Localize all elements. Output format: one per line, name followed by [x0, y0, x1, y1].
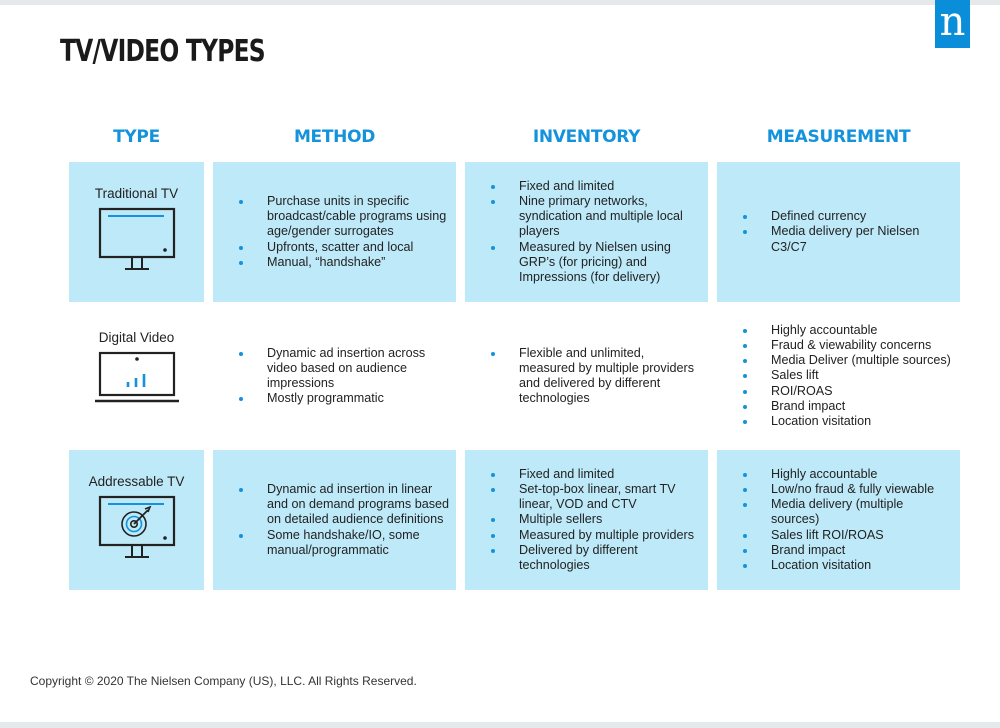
bullet-item: Fraud & viewability concerns [743, 338, 954, 353]
type-label: Traditional TV [94, 186, 179, 201]
bullet-item: Dynamic ad insertion in linear and on de… [239, 481, 450, 527]
bullet-item: Mostly programmatic [239, 391, 450, 406]
type-cell-traditional-tv: Traditional TV [69, 162, 204, 302]
type-label: Digital Video [98, 330, 175, 345]
bullet-item: Multiple sellers [491, 512, 702, 527]
bullet-item: Flexible and unlimited, measured by mult… [491, 346, 702, 407]
tv-target-icon [98, 495, 175, 558]
bullet-item: Media delivery (multiple sources) [743, 497, 954, 527]
type-cell-digital-video: Digital Video [69, 306, 204, 446]
bullet-item: Sales lift [743, 368, 954, 383]
bullet-item: Media delivery per Nielsen C3/C7 [743, 224, 954, 254]
tv-monitor-icon [98, 207, 175, 270]
bullet-item: Brand impact [743, 399, 954, 414]
header-inventory: INVENTORY [532, 127, 641, 147]
bullet-item: Some handshake/IO, some manual/programma… [239, 528, 450, 558]
bullet-item: Dynamic ad insertion across video based … [239, 346, 450, 392]
type-cell-addressable-tv: Addressable TV [69, 450, 204, 590]
bullet-item: Nine primary networks, syndication and m… [491, 194, 702, 240]
bullet-item: Fixed and limited [491, 179, 702, 194]
bullet-item: Sales lift ROI/ROAS [743, 528, 954, 543]
bullet-list: Flexible and unlimited, measured by mult… [465, 346, 708, 407]
bullet-item: Set-top-box linear, smart TV linear, VOD… [491, 482, 702, 512]
bullet-item: Media Deliver (multiple sources) [743, 353, 954, 368]
bullet-item: Manual, “handshake” [239, 255, 450, 270]
bullet-list: Dynamic ad insertion in linear and on de… [213, 482, 456, 558]
header-method: METHOD [293, 127, 376, 147]
bullet-item: Measured by Nielsen using GRP’s (for pri… [491, 240, 702, 286]
bullet-item: Brand impact [743, 543, 954, 558]
method-cell-digital-video: Dynamic ad insertion across video based … [213, 306, 456, 446]
top-border [0, 0, 1000, 5]
bullet-list: Dynamic ad insertion across video based … [213, 346, 456, 407]
method-cell-traditional-tv: Purchase units in specific broadcast/cab… [213, 162, 456, 302]
inventory-cell-digital-video: Flexible and unlimited, measured by mult… [465, 306, 708, 446]
bullet-item: ROI/ROAS [743, 384, 954, 399]
bullet-item: Delivered by different technologies [491, 543, 702, 573]
bullet-item: Defined currency [743, 209, 954, 224]
bullet-item: Upfronts, scatter and local [239, 240, 450, 255]
bottom-border [0, 722, 1000, 728]
nielsen-logo: n [935, 0, 970, 48]
bullet-item: Low/no fraud & fully viewable [743, 482, 954, 497]
copyright-text: Copyright © 2020 The Nielsen Company (US… [30, 674, 417, 688]
method-cell-addressable-tv: Dynamic ad insertion in linear and on de… [213, 450, 456, 590]
laptop-chart-icon [94, 351, 179, 403]
bullet-item: Highly accountable [743, 467, 954, 482]
header-measurement: MEASUREMENT [766, 127, 911, 147]
bullet-item: Location visitation [743, 414, 954, 429]
bullet-item: Highly accountable [743, 323, 954, 338]
bullet-item: Measured by multiple providers [491, 528, 702, 543]
bullet-list: Purchase units in specific broadcast/cab… [213, 194, 456, 270]
type-label: Addressable TV [88, 474, 185, 489]
header-type: TYPE [113, 127, 160, 147]
page-title: TV/VIDEO TYPES [60, 34, 266, 69]
bullet-item: Location visitation [743, 558, 954, 573]
bullet-item: Purchase units in specific broadcast/cab… [239, 194, 450, 240]
bullet-item: Fixed and limited [491, 467, 702, 482]
